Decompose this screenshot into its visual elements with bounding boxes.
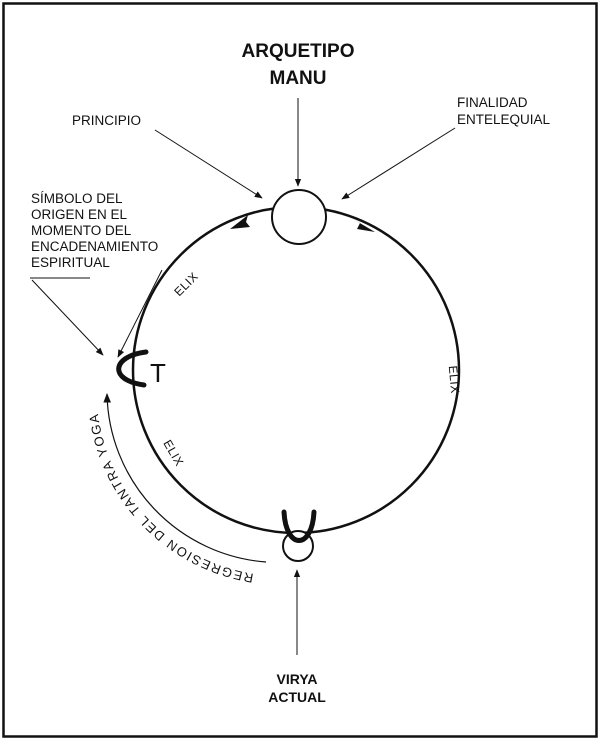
virya-u-symbol bbox=[281, 509, 317, 543]
simbolo-label-line-2: ORIGEN EN EL bbox=[31, 207, 128, 222]
finalidad-label-line-2: ENTELEQUIAL bbox=[457, 112, 551, 127]
simbolo-pointer-1 bbox=[31, 279, 104, 356]
origin-arc-symbol bbox=[116, 349, 149, 388]
simbolo-label-line-1: SÍMBOLO DEL bbox=[31, 191, 123, 206]
finalidad-pointer bbox=[341, 127, 456, 200]
cycle-circle bbox=[131, 205, 461, 535]
regresion-curve-arrow bbox=[103, 393, 267, 563]
title-line-2: MANU bbox=[270, 68, 327, 89]
simbolo-pointer-2 bbox=[117, 269, 163, 358]
circle-arrow-right bbox=[353, 219, 375, 232]
finalidad-label-line-1: FINALIDAD bbox=[457, 95, 528, 110]
elix-label-right: ELIX bbox=[446, 365, 462, 394]
title-line-1: ARQUETIPO bbox=[242, 41, 355, 62]
origin-t-symbol: T bbox=[150, 358, 166, 388]
principio-pointer bbox=[154, 129, 263, 199]
simbolo-label-line-5: ESPIRITUAL bbox=[31, 255, 110, 270]
virya-label-line-2: ACTUAL bbox=[268, 689, 326, 705]
elix-label-upper-left: ELIX bbox=[171, 269, 201, 299]
archetype-circle bbox=[271, 189, 327, 245]
simbolo-label-line-4: ENCADENAMIENTO bbox=[31, 239, 158, 254]
principio-label: PRINCIPIO bbox=[72, 113, 141, 128]
virya-label-line-1: VIRYA bbox=[277, 671, 318, 687]
circle-arrow-left bbox=[230, 215, 250, 229]
simbolo-label-line-3: MOMENTO DEL bbox=[31, 223, 132, 238]
